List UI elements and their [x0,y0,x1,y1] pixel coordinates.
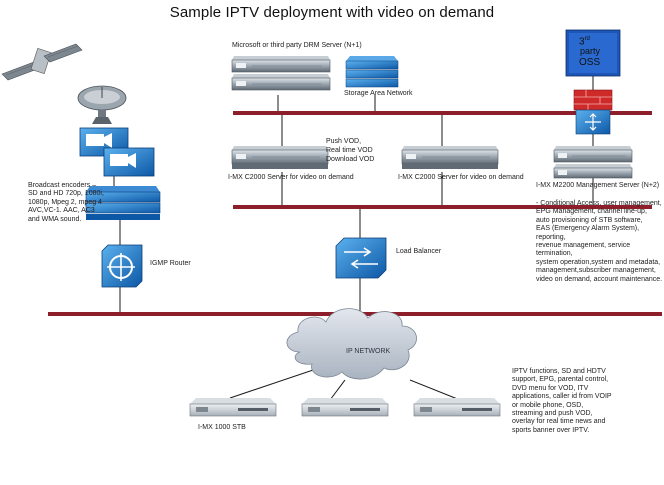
video-encoder-icon [79,127,155,177]
stb-box-2-icon [301,398,389,417]
vod-realtime-label: Real time VOD [326,147,373,154]
drm-server-icon [231,56,331,91]
m2200-server-icon [553,146,633,179]
c2000-server-left-icon [231,146,329,169]
load-balancer-label: Load Balancer [396,248,442,255]
stb-box-1-icon [189,398,277,417]
oss-label-line1: 3rd [579,34,590,47]
ip-network-cloud-icon [286,308,417,380]
iptv-functions-description: IPTV functions, SD and HDTV support, EPG… [512,368,612,434]
oss-label-line2: party [580,46,601,56]
management-description: - Conditional Access, user management, E… [536,200,663,283]
oss-label-line3: OSS [579,57,601,68]
third-party-oss-icon [565,29,621,77]
drm-server-label: Microsoft or third party DRM Server (N+1… [232,42,362,49]
link-cloud-stb3 [409,379,461,401]
m2200-label: I-MX M2200 Management Server (N+2) [536,182,660,189]
igmp-router-icon [101,244,143,288]
oss-3: 3 [579,36,585,48]
stb-label: I-MX 1000 STB [198,424,246,431]
storage-area-network-label: Storage Area Network [344,90,413,97]
c2000-server-right-icon [401,146,499,169]
stb-box-3-icon [413,398,501,417]
encoders-description: Broadcast encoders – SD and HD 720p, 108… [28,182,104,223]
c2000-left-label: I-MX C2000 Server for video on demand [228,174,354,181]
firewall-icon [573,89,613,135]
encoder-chassis-icon [85,186,161,220]
c2000-right-label: I-MX C2000 Server for video on demand [398,174,524,181]
storage-array-icon [345,56,399,88]
load-balancer-icon [335,237,387,279]
satellite-icon [1,43,83,81]
satellite-dish-icon [77,85,127,124]
vod-download-label: Download VOD [326,156,375,163]
igmp-router-label: IGMP Router [150,260,191,267]
vod-push-label: Push VOD, [326,138,362,145]
link-cloud-stb1 [229,365,326,399]
ip-network-label: IP NETWORK [346,348,391,355]
diagram-title: Sample IPTV deployment with video on dem… [169,4,495,21]
link-cloud-stb2 [329,379,346,401]
oss-rd: rd [584,36,590,42]
